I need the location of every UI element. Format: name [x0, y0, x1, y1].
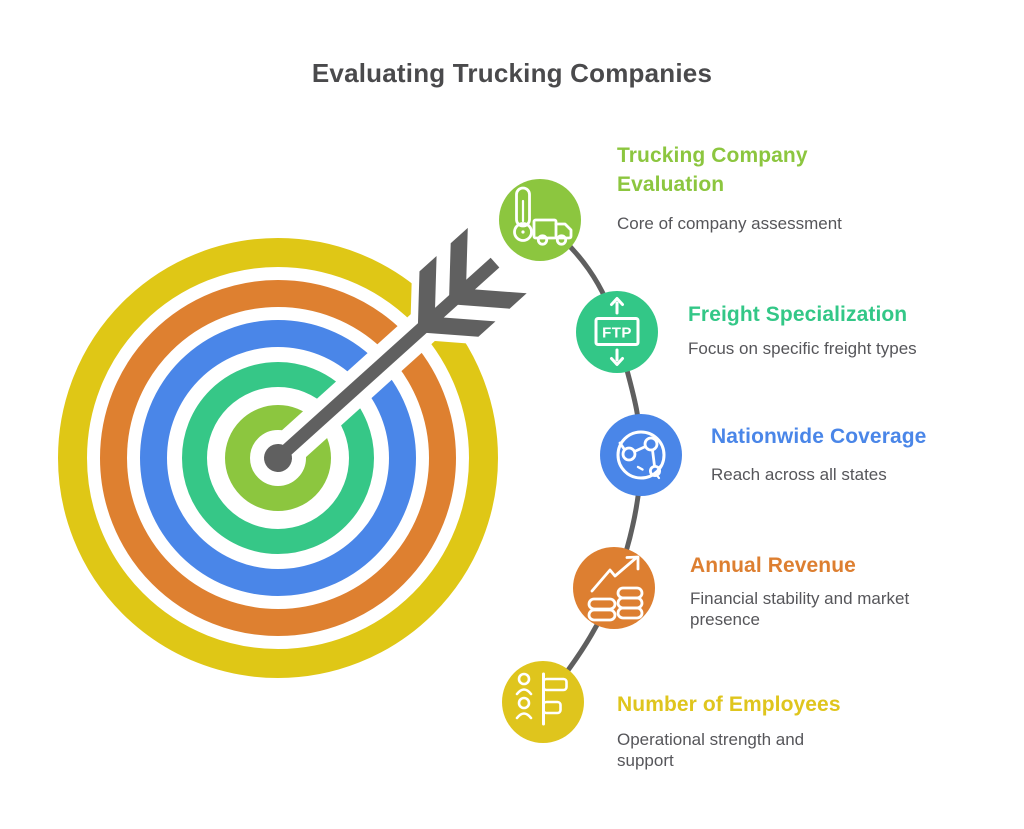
- target-ring-yellow: [58, 238, 498, 678]
- item-freight-specialization: Freight Specialization Focus on specific…: [688, 300, 998, 359]
- item-description: Operational strength and support: [617, 730, 805, 770]
- arrow-center-dot: [264, 444, 292, 472]
- item-icons: FTP: [499, 179, 682, 743]
- target-ring-orange: [100, 280, 456, 636]
- globe-network-icon: [600, 414, 682, 496]
- item-title: Nationwide Coverage: [711, 425, 927, 448]
- item-title: Annual Revenue: [690, 554, 856, 577]
- ftp-icon-label: FTP: [602, 325, 632, 342]
- page-title: Evaluating Trucking Companies: [311, 58, 713, 88]
- arrow-feather-1: [417, 256, 496, 337]
- arrow-feather-2: [448, 227, 527, 309]
- item-number-of-employees: Number of Employees Operational strength…: [617, 690, 917, 771]
- item-description: Reach across all states: [711, 465, 887, 484]
- icon-circle-3: [600, 414, 682, 496]
- employees-bars-icon: [502, 661, 584, 743]
- item-title: Number of Employees: [617, 693, 841, 716]
- item-description: Financial stability and market presence: [690, 589, 910, 629]
- thermometer-truck-icon: [499, 179, 581, 261]
- freight-ftp-icon: FTP: [576, 291, 658, 373]
- bullseye-target: [58, 238, 498, 678]
- item-annual-revenue: Annual Revenue Financial stability and m…: [690, 551, 990, 630]
- target-ring-emerald: [182, 362, 374, 554]
- item-description: Core of company assessment: [617, 214, 842, 233]
- item-nationwide-coverage: Nationwide Coverage Reach across all sta…: [711, 422, 1011, 485]
- item-description: Focus on specific freight types: [688, 339, 917, 358]
- item-title: Trucking Company Evaluation: [617, 144, 808, 196]
- icon-circle-2: [576, 291, 658, 373]
- dart-arrow: [264, 220, 535, 472]
- item-title: Freight Specialization: [688, 303, 908, 326]
- revenue-growth-icon: [573, 547, 655, 629]
- target-ring-lightgreen: [225, 405, 331, 511]
- item-trucking-company-evaluation: Trucking Company Evaluation Core of comp…: [617, 141, 897, 234]
- target-ring-blue: [140, 320, 416, 596]
